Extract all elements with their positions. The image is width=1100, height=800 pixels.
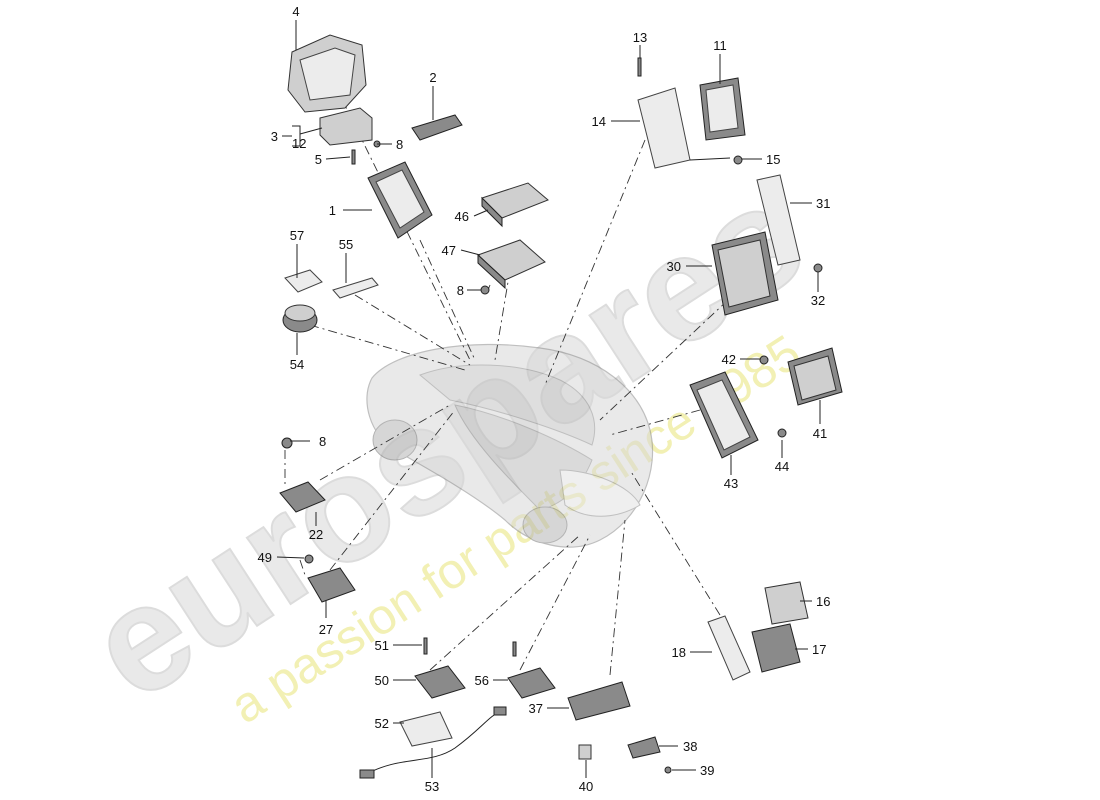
part-18-bracket xyxy=(707,615,751,681)
part-43-control-unit xyxy=(689,371,759,459)
part-40-connector xyxy=(578,744,592,760)
callout-18: 18 xyxy=(672,645,686,660)
callout-54: 54 xyxy=(290,357,304,372)
callout-27: 27 xyxy=(319,622,333,637)
callout-leaders xyxy=(276,20,821,778)
part-56-module xyxy=(507,667,556,699)
callout-46: 46 xyxy=(455,209,469,224)
callout-15: 15 xyxy=(766,152,780,167)
callout-22: 22 xyxy=(309,527,323,542)
part-16-module xyxy=(764,581,809,625)
callout-5: 5 xyxy=(315,152,322,167)
part-47-control-unit xyxy=(477,239,546,290)
small-fasteners xyxy=(281,57,823,774)
callout-13: 13 xyxy=(633,30,647,45)
callout-42: 42 xyxy=(722,352,736,367)
part-37-module xyxy=(567,681,631,721)
callout-8-top: 8 xyxy=(396,137,403,152)
callout-44: 44 xyxy=(775,459,789,474)
part-14-mount-plate xyxy=(637,87,731,169)
part-41-control-unit xyxy=(787,347,843,406)
part-3-bracket xyxy=(319,107,373,146)
callout-8-middle: 8 xyxy=(457,283,464,298)
callout-51: 51 xyxy=(375,638,389,653)
callout-52: 52 xyxy=(375,716,389,731)
callout-labels: 1 2 3 4 5 8 8 8 11 12 13 14 15 16 17 18 … xyxy=(258,4,831,794)
part-54-sensor xyxy=(282,304,318,333)
car-outline xyxy=(366,343,654,548)
part-38-sensor xyxy=(627,736,661,759)
callout-37: 37 xyxy=(529,701,543,716)
part-31-bracket xyxy=(756,174,801,266)
callout-41: 41 xyxy=(813,426,827,441)
part-4-housing xyxy=(287,34,367,113)
part-17-module xyxy=(751,623,801,673)
part-11-control-unit xyxy=(699,77,746,141)
callout-2: 2 xyxy=(429,70,436,85)
callout-11: 11 xyxy=(713,38,727,53)
callout-12: 12 xyxy=(292,136,306,151)
callout-57: 57 xyxy=(290,228,304,243)
callout-40: 40 xyxy=(579,779,593,794)
part-1-fuse-box xyxy=(367,161,433,239)
callout-56: 56 xyxy=(475,673,489,688)
callout-43: 43 xyxy=(724,476,738,491)
part-55-module xyxy=(332,277,379,299)
part-22-module xyxy=(279,481,326,513)
callout-53: 53 xyxy=(425,779,439,794)
callout-16: 16 xyxy=(816,594,830,609)
callout-1: 1 xyxy=(329,203,336,218)
callout-30: 30 xyxy=(667,259,681,274)
part-57-clip xyxy=(284,269,323,293)
part-2-bracket xyxy=(411,114,463,141)
callout-14: 14 xyxy=(592,114,606,129)
part-46-control-unit xyxy=(481,182,549,228)
callout-17: 17 xyxy=(812,642,826,657)
callout-3: 3 xyxy=(271,129,278,144)
callout-49: 49 xyxy=(258,550,272,565)
part-30-control-unit xyxy=(711,231,779,316)
callout-50: 50 xyxy=(375,673,389,688)
callout-4: 4 xyxy=(292,4,299,19)
callout-39: 39 xyxy=(700,763,714,778)
part-52-bracket xyxy=(399,711,453,747)
part-27-module xyxy=(307,567,356,603)
callout-38: 38 xyxy=(683,739,697,754)
callout-55: 55 xyxy=(339,237,353,252)
callout-32: 32 xyxy=(811,293,825,308)
callout-31: 31 xyxy=(816,196,830,211)
part-53-harness xyxy=(359,706,507,779)
callout-8-left: 8 xyxy=(319,434,326,449)
part-50-module xyxy=(414,665,466,699)
callout-47: 47 xyxy=(442,243,456,258)
